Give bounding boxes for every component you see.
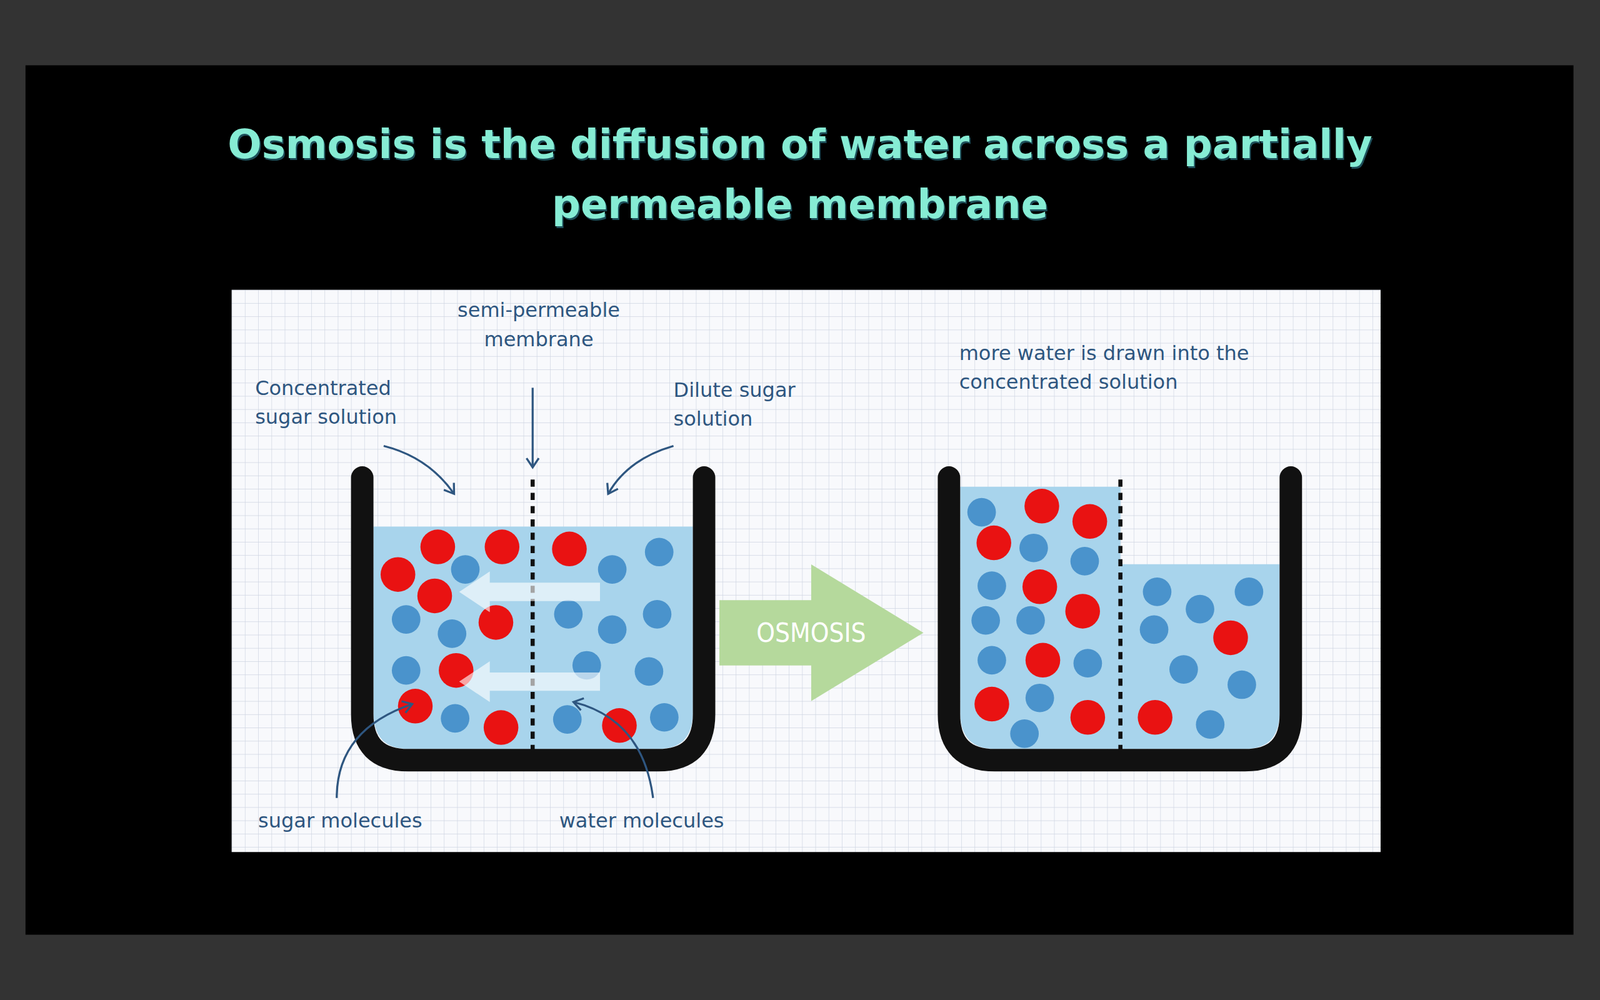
grid-paper <box>231 290 1381 853</box>
leader-arrow <box>608 445 674 494</box>
water-molecule <box>1195 710 1225 739</box>
water-molecule <box>1019 533 1049 563</box>
water-molecule <box>643 600 672 629</box>
water-molecule <box>598 615 627 644</box>
sugar-molecule <box>483 710 519 745</box>
sugar-molecule <box>1070 700 1106 735</box>
water-molecule <box>437 619 467 649</box>
annotation-label: Concentrated sugar solution <box>255 373 443 432</box>
water-molecule <box>553 705 582 734</box>
water-molecule <box>391 656 421 685</box>
concentrated-side-water <box>960 486 1120 750</box>
water-molecule <box>1169 655 1199 684</box>
water-molecule <box>598 555 627 584</box>
sugar-molecule <box>420 529 456 565</box>
sugar-molecule <box>1024 488 1060 524</box>
water-molecule <box>1143 577 1172 607</box>
water-molecule <box>440 704 470 734</box>
water-molecule <box>650 703 679 732</box>
sugar-molecule <box>1137 700 1173 735</box>
water-molecule <box>1016 606 1045 635</box>
water-molecule <box>391 605 421 634</box>
sugar-molecule <box>485 529 520 565</box>
water-molecule <box>1073 648 1103 678</box>
annotation-label: more water is drawn into the concentrate… <box>959 338 1285 397</box>
water-molecule <box>635 656 664 686</box>
leader-arrow <box>573 701 654 798</box>
annotation-label: water molecules <box>559 806 785 835</box>
water-molecule <box>1010 719 1039 749</box>
leader-arrow <box>336 704 413 799</box>
water-molecule <box>645 537 674 567</box>
water-molecule <box>1185 595 1215 624</box>
water-molecule <box>1070 546 1100 576</box>
dilute-side-water <box>1120 564 1280 750</box>
annotation-label: semi-permeable membrane <box>438 295 639 354</box>
water-flow-arrow <box>459 571 600 612</box>
sugar-molecule <box>551 531 587 567</box>
sugar-molecule <box>417 578 453 614</box>
title-text: Osmosis is the diffusion of water across… <box>143 114 1457 235</box>
water-molecule <box>977 571 1007 600</box>
osmosis-arrow: OSMOSIS <box>719 564 924 702</box>
leader-arrow <box>383 445 455 494</box>
sugar-molecules <box>380 488 1249 745</box>
sugar-molecule <box>976 525 1012 561</box>
water-molecule <box>1025 683 1055 713</box>
membrane-line <box>1118 479 1123 754</box>
water-molecule <box>971 606 1000 635</box>
slide-background <box>25 65 1574 935</box>
water-molecule <box>977 645 1007 675</box>
beaker <box>362 477 705 760</box>
sugar-molecule <box>380 556 416 592</box>
membrane-line <box>530 479 535 754</box>
sugar-molecule <box>1025 643 1061 679</box>
sugar-molecule <box>974 686 1010 722</box>
sugar-molecule <box>1072 504 1108 540</box>
arrow-label: OSMOSIS <box>756 617 866 649</box>
sugar-molecule <box>1065 593 1100 629</box>
water-molecule <box>451 555 480 584</box>
water-molecule <box>1235 577 1264 607</box>
sugar-molecule <box>478 605 514 640</box>
slide-title: Osmosis is the diffusion of water across… <box>0 114 1600 235</box>
beaker <box>948 477 1291 760</box>
annotation-label: sugar molecules <box>258 806 484 835</box>
water-molecule <box>1140 615 1169 644</box>
sugar-molecule <box>398 688 434 724</box>
leader-arrow <box>531 387 534 467</box>
sugar-molecule <box>1213 620 1249 656</box>
node-text-holder: OSMOSIS <box>719 564 904 702</box>
water-molecules <box>391 498 1264 749</box>
annotation-label: Dilute sugar solution <box>673 375 849 434</box>
sugar-molecule <box>1022 569 1058 605</box>
water-molecule <box>967 498 997 527</box>
arrow-fill <box>719 564 924 702</box>
water-molecule <box>1227 670 1257 700</box>
water-molecule <box>554 600 584 629</box>
water-flow-arrow <box>459 661 600 702</box>
